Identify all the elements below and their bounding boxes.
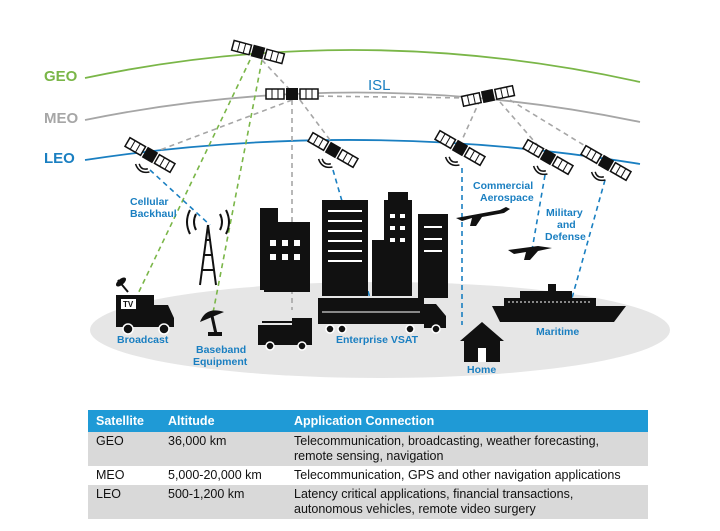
- meo-label: MEO: [44, 110, 79, 127]
- ground-ellipse: [90, 282, 670, 378]
- cell-application: Telecommunication, GPS and other navigat…: [286, 466, 648, 485]
- satellite-dish-icon: [200, 310, 224, 336]
- link-leo-ship: [571, 179, 606, 299]
- cell-application: Telecommunication, broadcasting, weather…: [286, 432, 648, 466]
- link-meo2-leo3: [461, 99, 481, 141]
- geo-orbit: [84, 49, 641, 83]
- header-satellite: Satellite: [88, 410, 160, 432]
- meo-satellite-2-icon: [460, 83, 516, 109]
- leo-label: LEO: [44, 150, 75, 167]
- caption-cellular-line1: Cellular: [130, 196, 169, 208]
- meo-orbit: [84, 91, 641, 123]
- city-buildings-icon: [260, 192, 448, 298]
- isl-label: ISL: [368, 77, 391, 94]
- caption-baseband-line1: Baseband: [196, 344, 246, 356]
- fighter-jet-icon: [508, 246, 552, 260]
- cell-satellite: GEO: [88, 432, 160, 466]
- cell-altitude: 500-1,200 km: [160, 485, 286, 519]
- application-line: Telecommunication, broadcasting, weather…: [294, 434, 600, 448]
- cell-satellite: MEO: [96, 468, 125, 482]
- cell-altitude: 36,000 km: [160, 432, 286, 466]
- leo-satellite-1-icon: [123, 136, 177, 176]
- application-line: Latency critical applications, financial…: [294, 487, 574, 501]
- application-line: remote sensing, navigation: [294, 449, 444, 463]
- geo-satellite-icon: [230, 38, 286, 66]
- header-altitude: Altitude: [160, 410, 286, 432]
- link-meo-leo-left: [159, 99, 293, 151]
- link-meo-geo: [261, 59, 293, 93]
- application-line: Telecommunication, GPS and other navigat…: [294, 468, 621, 482]
- caption-enterprise: Enterprise VSAT: [336, 334, 419, 346]
- cell-tower-icon: [186, 209, 230, 286]
- geo-label: GEO: [44, 68, 78, 85]
- broadcast-van-icon: TV: [116, 277, 174, 335]
- meo-satellite-icon: [265, 87, 319, 101]
- table-row: GEO 36,000 km Telecommunication, broadca…: [88, 432, 648, 466]
- link-leo-aircraft: [531, 174, 546, 251]
- caption-maritime: Maritime: [536, 326, 579, 338]
- semi-truck-icon: [318, 298, 446, 334]
- cell-altitude: 5,000-20,000 km: [168, 468, 262, 482]
- link-geo-baseband: [211, 59, 263, 319]
- table-row: MEO 5,000-20,000 km Telecommunication, G…: [88, 466, 648, 485]
- application-line: autonomous vehicles, remote video surger…: [294, 502, 536, 516]
- link-geo-broadcast: [134, 59, 251, 301]
- commercial-plane-icon: [456, 207, 510, 226]
- link-leo-tower: [149, 169, 211, 226]
- network-diagram: GEO MEO LEO ISL: [44, 38, 670, 378]
- caption-military-line3: Defense: [545, 231, 586, 243]
- header-application: Application Connection: [286, 410, 648, 432]
- link-meo2-leo4: [499, 101, 541, 149]
- cell-application: Latency critical applications, financial…: [286, 485, 648, 519]
- caption-baseband-line2: Equipment: [193, 356, 248, 368]
- leo-satellite-3-icon: [433, 129, 487, 169]
- satellite-table: Satellite Altitude Application Connectio…: [88, 410, 648, 519]
- leo-satellite-5-icon: [579, 144, 633, 184]
- caption-broadcast: Broadcast: [117, 334, 169, 346]
- caption-military-line2: and: [557, 219, 576, 231]
- tv-label: TV: [123, 300, 134, 309]
- cruise-ship-icon: [492, 284, 626, 322]
- caption-commercial-line2: Aerospace: [480, 192, 534, 204]
- table-header-row: Satellite Altitude Application Connectio…: [88, 410, 648, 432]
- caption-home: Home: [467, 364, 496, 376]
- caption-commercial-line1: Commercial: [473, 180, 533, 192]
- home-icon: [460, 322, 504, 362]
- caption-military-line1: Military: [546, 207, 583, 219]
- caption-cellular-line2: Backhaul: [130, 208, 177, 220]
- fire-truck-icon: [258, 318, 312, 351]
- table-row: LEO 500-1,200 km Latency critical applic…: [88, 485, 648, 519]
- cell-satellite: LEO: [88, 485, 160, 519]
